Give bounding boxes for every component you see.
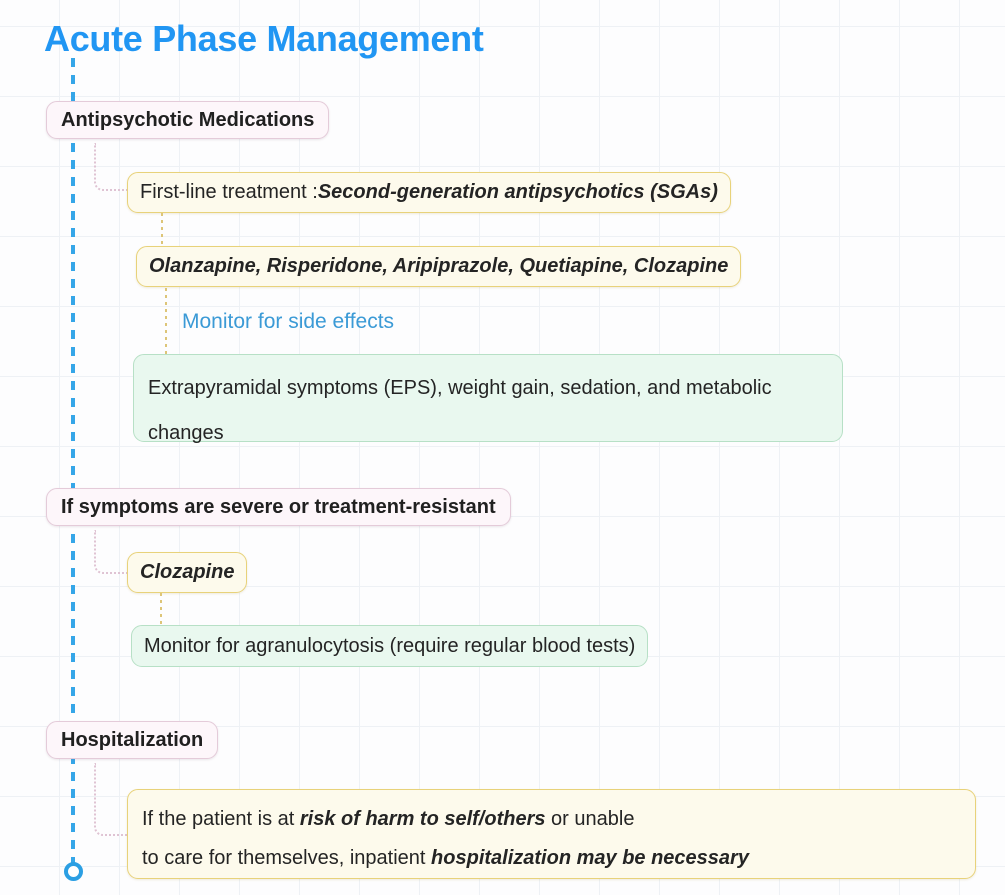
hospitalization-text-3: to care for themselves, inpatient	[142, 847, 432, 869]
node-antipsychotic-medications-label: Antipsychotic Medications	[61, 108, 315, 131]
page-title: Acute Phase Management	[44, 18, 484, 59]
connector-hospitalization-to-detail	[94, 763, 129, 836]
node-hospitalization[interactable]: Hospitalization	[46, 721, 219, 759]
connector-druglist-to-sideeffects	[165, 288, 167, 354]
connector-firstline-to-druglist	[161, 213, 163, 248]
node-side-effects-detail[interactable]: Extrapyramidal symptoms (EPS), weight ga…	[133, 354, 843, 444]
node-severe-branch[interactable]: If symptoms are severe or treatment-resi…	[46, 488, 511, 526]
timeline-spine	[71, 58, 75, 864]
node-antipsychotic-medications[interactable]: Antipsychotic Medications	[46, 101, 330, 139]
node-clozapine[interactable]: Clozapine	[127, 552, 248, 593]
node-first-line-treatment[interactable]: First-line treatment : Second-generation…	[127, 172, 731, 213]
node-clozapine-monitor[interactable]: Monitor for agranulocytosis (require reg…	[131, 625, 649, 667]
hospitalization-emphasis-2: hospitalization may be necessary	[431, 847, 749, 869]
first-line-emphasis: Second-generation antipsychotics (SGAs)	[317, 181, 718, 203]
node-clozapine-label: Clozapine	[140, 561, 235, 583]
first-line-prefix: First-line treatment :	[140, 181, 318, 203]
drug-list-label: Olanzapine, Risperidone, Aripiprazole, Q…	[149, 255, 729, 277]
connector-antipsychotic-to-firstline	[94, 143, 128, 191]
hospitalization-emphasis-1: risk of harm to self/others	[299, 808, 546, 830]
hospitalization-text-2: or unable	[545, 808, 635, 830]
node-hospitalization-detail[interactable]: If the patient is at risk of harm to sel…	[127, 789, 976, 879]
node-hospitalization-label: Hospitalization	[61, 728, 204, 751]
label-monitor-side-effects: Monitor for side effects	[182, 310, 395, 333]
timeline-end-marker-icon	[64, 862, 83, 881]
side-effects-detail-text: Extrapyramidal symptoms (EPS), weight ga…	[148, 377, 772, 444]
node-drug-list[interactable]: Olanzapine, Risperidone, Aripiprazole, Q…	[136, 246, 742, 287]
node-severe-branch-label: If symptoms are severe or treatment-resi…	[61, 495, 496, 518]
hospitalization-text-1: If the patient is at	[142, 808, 300, 830]
connector-severe-to-clozapine	[94, 530, 128, 574]
node-clozapine-monitor-label: Monitor for agranulocytosis (require reg…	[144, 634, 636, 657]
connector-clozapine-to-monitor	[160, 593, 162, 626]
